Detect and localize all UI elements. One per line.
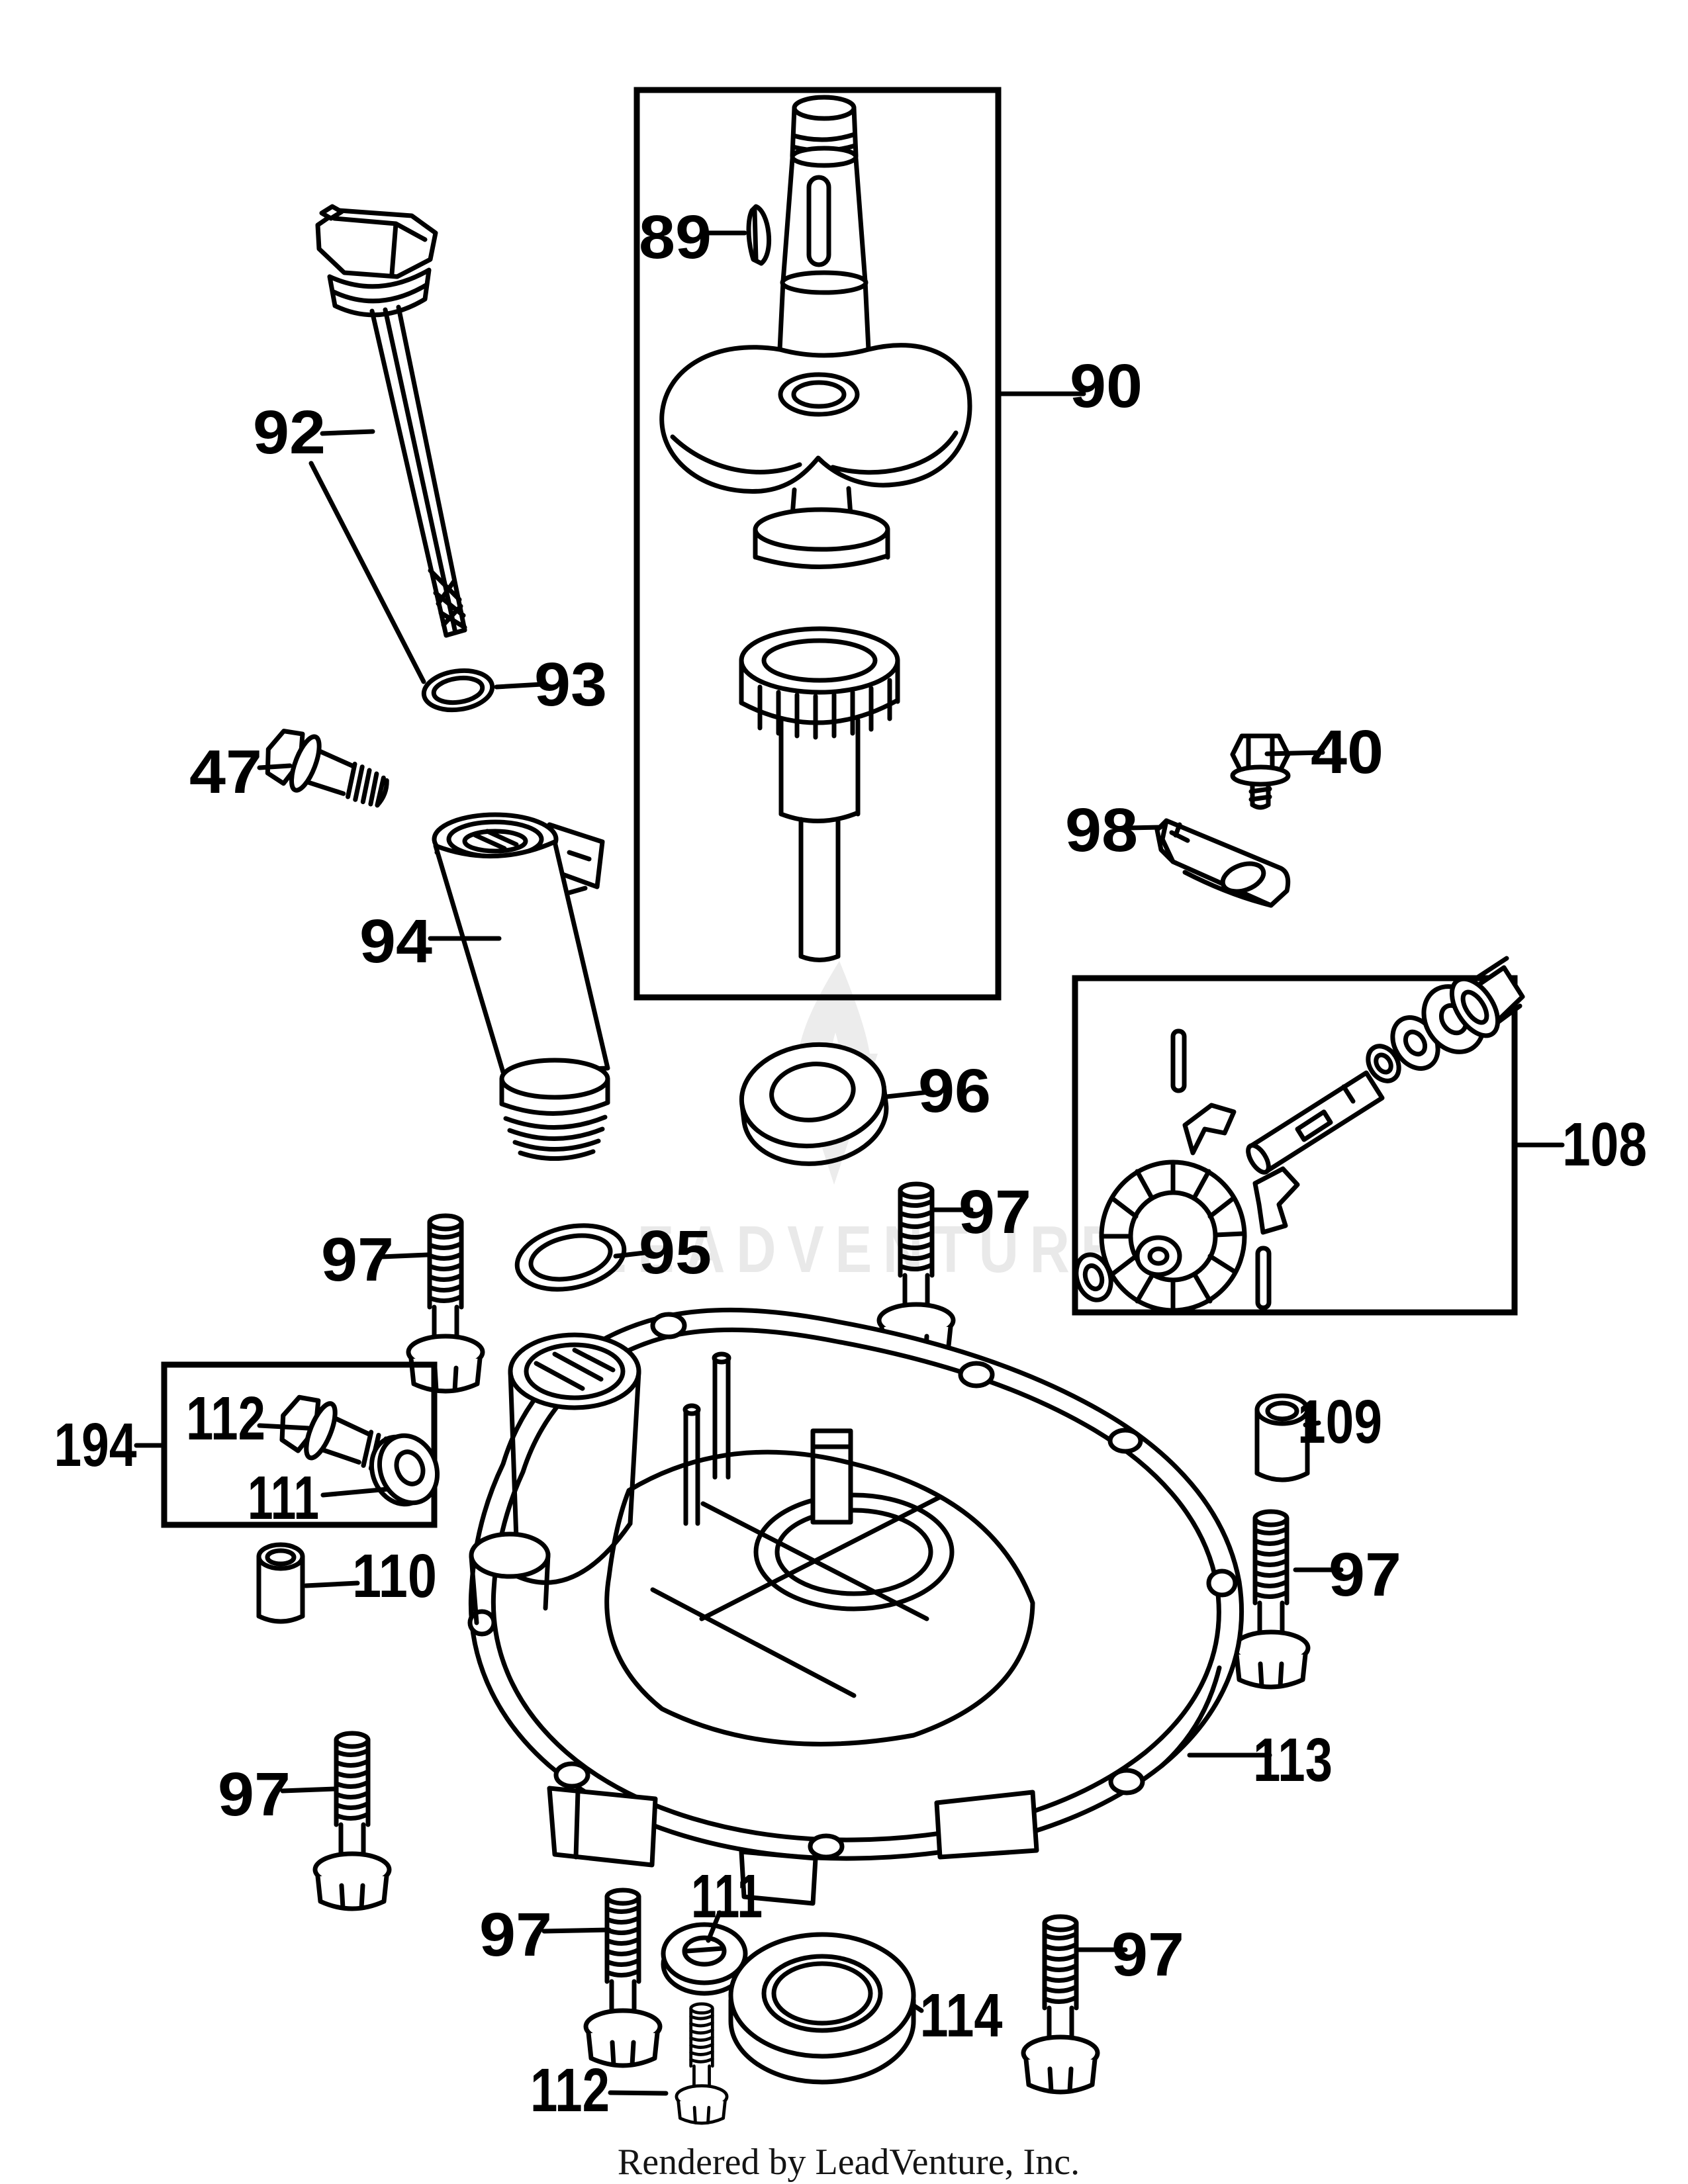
callout-96: 96: [918, 1056, 991, 1125]
callout-109: 109: [1297, 1387, 1382, 1456]
watermark-text: LEADVENTURE: [592, 1212, 1129, 1287]
governor-flyweight-lower: [1252, 1166, 1300, 1235]
woodruff-key-drawing: [746, 204, 771, 266]
flange-bolt-97-bottom-left: [586, 1890, 660, 2066]
tube-gasket-95-drawing: [514, 1223, 627, 1292]
footer-credit-text: Rendered by LeadVenture, Inc.: [618, 2142, 1080, 2183]
callout-114: 114: [920, 1981, 1003, 2050]
spacer-109-drawing: [1254, 1393, 1310, 1482]
governor-flyweight-upper: [1182, 1103, 1237, 1156]
governor-shaft-drawing: [1246, 1070, 1385, 1175]
hex-bolt-47-drawing: [258, 723, 395, 821]
callout-40: 40: [1311, 717, 1383, 786]
callout-110: 110: [352, 1541, 437, 1610]
dowel-110-drawing: [256, 1542, 305, 1624]
callout-97-left-mid: 97: [321, 1225, 394, 1294]
callout-111-kit: 111: [248, 1463, 319, 1532]
hex-bolt-40-drawing: [1230, 733, 1291, 810]
governor-pin-upper: [1170, 1028, 1187, 1093]
governor-oring: [1366, 1044, 1401, 1083]
oil-fill-tube-drawing: [432, 812, 610, 1161]
crankshaft-box: [633, 87, 1002, 1001]
callout-93: 93: [534, 650, 607, 719]
governor-bracket-98-drawing: [1154, 818, 1291, 908]
callout-108: 108: [1562, 1110, 1647, 1179]
bolt-112-drawing: [677, 2004, 727, 2123]
callout-112-kit: 112: [186, 1384, 265, 1453]
callout-98: 98: [1065, 796, 1138, 864]
callout-92: 92: [253, 398, 326, 467]
callout-90: 90: [1070, 351, 1143, 420]
governor-assembly-drawing: [1074, 956, 1525, 1313]
oil-fill-boss-drawing: [508, 1332, 641, 1585]
flange-bolt-97-bottom-right: [1023, 1917, 1098, 2092]
main-bearing-bore: [753, 1492, 955, 1612]
callout-111-bottom: 111: [691, 1862, 763, 1931]
callout-95: 95: [639, 1218, 712, 1287]
callout-97-bottom-right: 97: [1111, 1920, 1184, 1989]
callout-112-bottom: 112: [530, 2056, 610, 2124]
callout-97-bottom-left: 97: [479, 1900, 552, 1969]
callout-97-lower-left: 97: [218, 1760, 291, 1829]
governor-pin-lower: [1255, 1246, 1272, 1310]
callout-97-right: 97: [1329, 1540, 1401, 1609]
washer-111-drawing: [661, 1922, 748, 1996]
callout-97-center: 97: [959, 1177, 1031, 1246]
flange-bolt-97-right: [1234, 1512, 1308, 1687]
left-boss-drawing: [469, 1531, 551, 1625]
callout-113: 113: [1253, 1725, 1333, 1794]
governor-gear-drawing: [1099, 1160, 1247, 1313]
callout-194: 194: [54, 1410, 137, 1479]
callout-leader-lines: [134, 230, 1565, 2096]
crankshaft-washer-96-drawing: [739, 1042, 889, 1166]
callout-94: 94: [359, 907, 432, 976]
oil-seal-114-drawing: [728, 1932, 916, 2085]
dipstick-oring-drawing: [421, 668, 495, 713]
flange-bolt-97-lower-left: [315, 1733, 389, 1909]
crankcase-cover-drawing: [467, 1307, 1244, 1906]
crankshaft-drawing: [659, 95, 972, 962]
governor-sleeve-drawing: [1449, 956, 1525, 1038]
callout-89: 89: [639, 203, 712, 271]
dipstick-drawing: [315, 204, 467, 638]
callout-47: 47: [189, 737, 262, 806]
